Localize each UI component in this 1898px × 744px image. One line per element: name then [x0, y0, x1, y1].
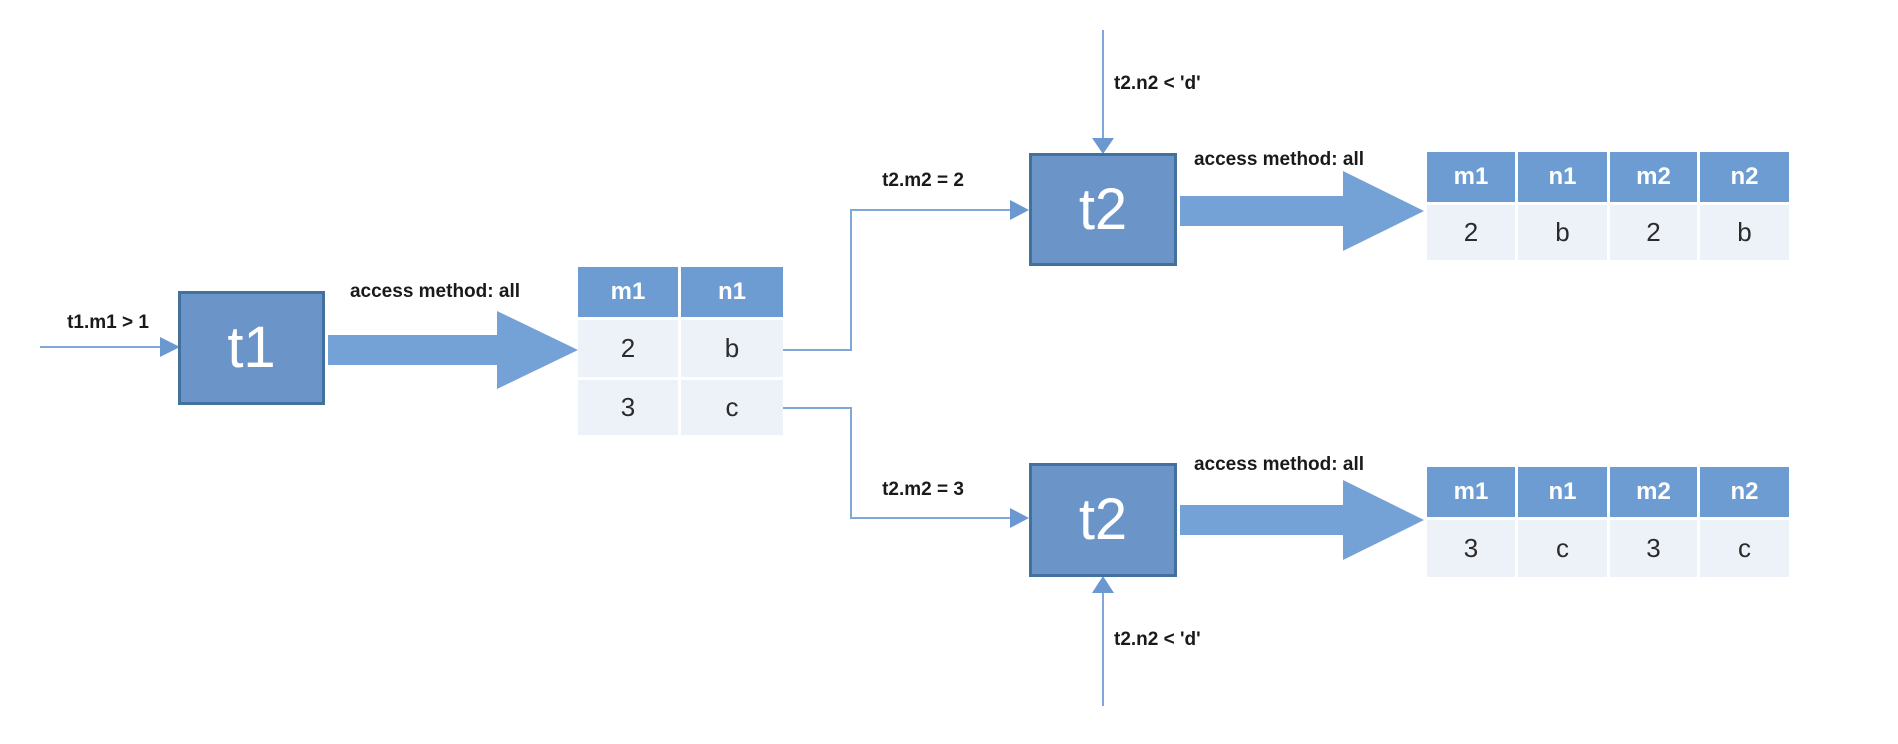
table-cell: c [681, 380, 783, 435]
t1-access-method-label: access method: all [349, 281, 521, 302]
t2-bottom-filter-condition-label: t2.n2 < 'd' [1114, 629, 1201, 650]
t1-input-arrow [40, 337, 180, 357]
node-t2-top: t2 [1029, 153, 1177, 266]
fat-arrow-head-icon [1343, 171, 1424, 251]
node-t1: t1 [178, 291, 325, 405]
t2-top-result-fat-arrow [1180, 171, 1424, 251]
table-header-cell: n2 [1700, 467, 1789, 517]
table-header-cell: m1 [578, 267, 678, 317]
arrowhead-right-icon [160, 337, 180, 357]
table-header-cell: m2 [1610, 152, 1697, 202]
t2-bottom-access-method-label: access method: all [1193, 454, 1365, 475]
table-header-cell: n1 [1518, 152, 1607, 202]
fat-arrow-head-icon [1343, 480, 1424, 560]
table-cell: 3 [1427, 520, 1515, 577]
arrowhead-right-icon [1010, 508, 1029, 528]
table-cell: 2 [1427, 205, 1515, 260]
t2-bottom-filter-arrow [1092, 576, 1114, 706]
t2-bottom-result-table: m1 n1 m2 n2 3 c 3 c [1427, 467, 1789, 577]
elbow-connector-t2-top [783, 200, 1029, 351]
table-header-cell: m1 [1427, 467, 1515, 517]
elbow-connector-t2-bottom [783, 407, 1029, 528]
table-header-cell: n1 [1518, 467, 1607, 517]
t2-top-access-method-label: access method: all [1193, 149, 1365, 170]
fat-arrow-shaft [1180, 505, 1343, 535]
table-cell: 3 [1610, 520, 1697, 577]
node-t2-bottom: t2 [1029, 463, 1177, 577]
arrowhead-right-icon [1010, 200, 1029, 220]
table-cell: 2 [1610, 205, 1697, 260]
t2-top-join-condition-label: t2.m2 = 2 [882, 170, 964, 191]
fat-arrow-shaft [328, 335, 497, 365]
t1-result-fat-arrow [328, 311, 578, 389]
table-cell: c [1700, 520, 1789, 577]
t2-top-filter-condition-label: t2.n2 < 'd' [1114, 73, 1201, 94]
fat-arrow-head-icon [497, 311, 578, 389]
table-cell: 3 [578, 380, 678, 435]
table-header-cell: n1 [681, 267, 783, 317]
table-cell: 2 [578, 320, 678, 377]
table-cell: c [1518, 520, 1607, 577]
table-header-cell: m2 [1610, 467, 1697, 517]
table-cell: b [1518, 205, 1607, 260]
t2-top-result-table: m1 n1 m2 n2 2 b 2 b [1427, 152, 1789, 260]
arrowhead-up-icon [1092, 576, 1114, 593]
arrowhead-down-icon [1092, 138, 1114, 154]
fat-arrow-shaft [1180, 196, 1343, 226]
t2-bottom-result-fat-arrow [1180, 480, 1424, 560]
table-cell: b [681, 320, 783, 377]
t1-input-condition-label: t1.m1 > 1 [67, 312, 149, 333]
t1-result-table: m1 n1 2 b 3 c [578, 267, 783, 435]
table-header-cell: m1 [1427, 152, 1515, 202]
t2-top-filter-arrow [1092, 30, 1114, 154]
table-header-cell: n2 [1700, 152, 1789, 202]
table-cell: b [1700, 205, 1789, 260]
t2-bottom-join-condition-label: t2.m2 = 3 [882, 479, 964, 500]
